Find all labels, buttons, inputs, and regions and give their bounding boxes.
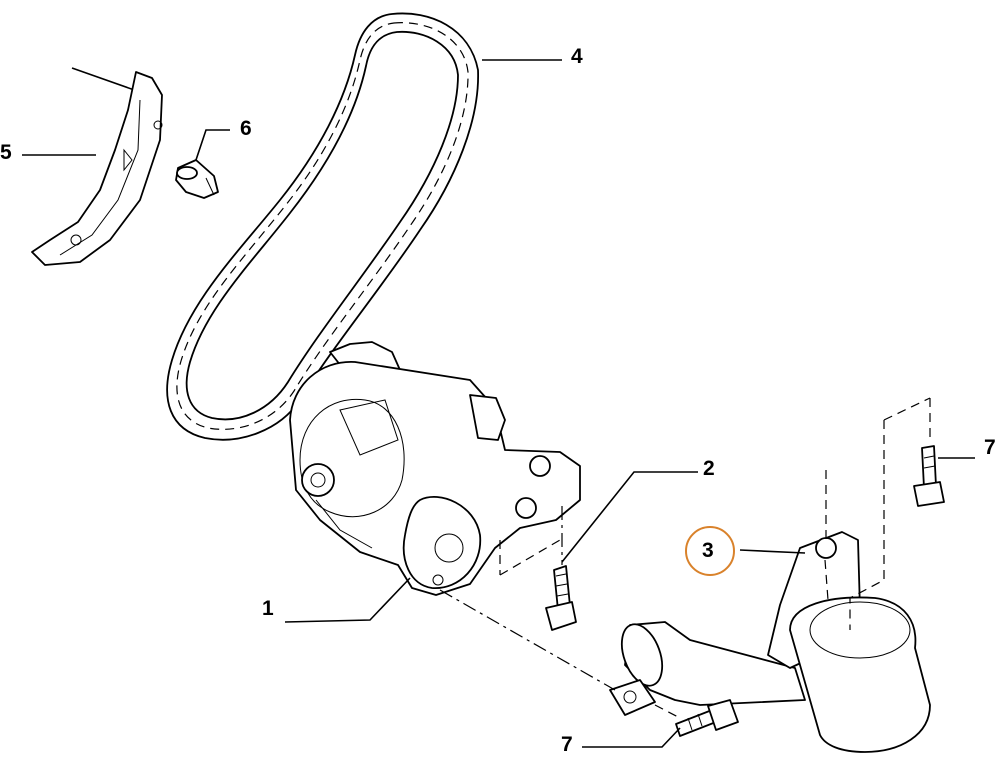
bolt-icon[interactable] [545,506,577,631]
callout-4[interactable]: 4 [571,45,583,68]
oil-pickup-strainer-icon[interactable] [609,531,931,753]
callout-3[interactable]: 3 [702,539,714,562]
tensioner-plunger-icon[interactable] [175,159,219,199]
callout-7-lower[interactable]: 7 [561,733,573,756]
callout-highlight-ring [685,526,735,576]
callout-2[interactable]: 2 [703,457,715,480]
timing-chain-icon[interactable] [166,12,479,441]
oil-pump-icon[interactable] [289,341,581,596]
callout-6[interactable]: 6 [240,117,252,140]
bolt-icon-upper[interactable] [913,398,945,507]
chain-guide-rail-icon[interactable] [31,67,163,266]
callout-5[interactable]: 5 [0,141,12,164]
assembly-guide-lines [439,397,931,719]
leader-lines [22,59,975,748]
callout-7-upper[interactable]: 7 [984,436,996,459]
bolt-icon-lower[interactable] [675,699,739,737]
callout-1[interactable]: 1 [262,597,274,620]
